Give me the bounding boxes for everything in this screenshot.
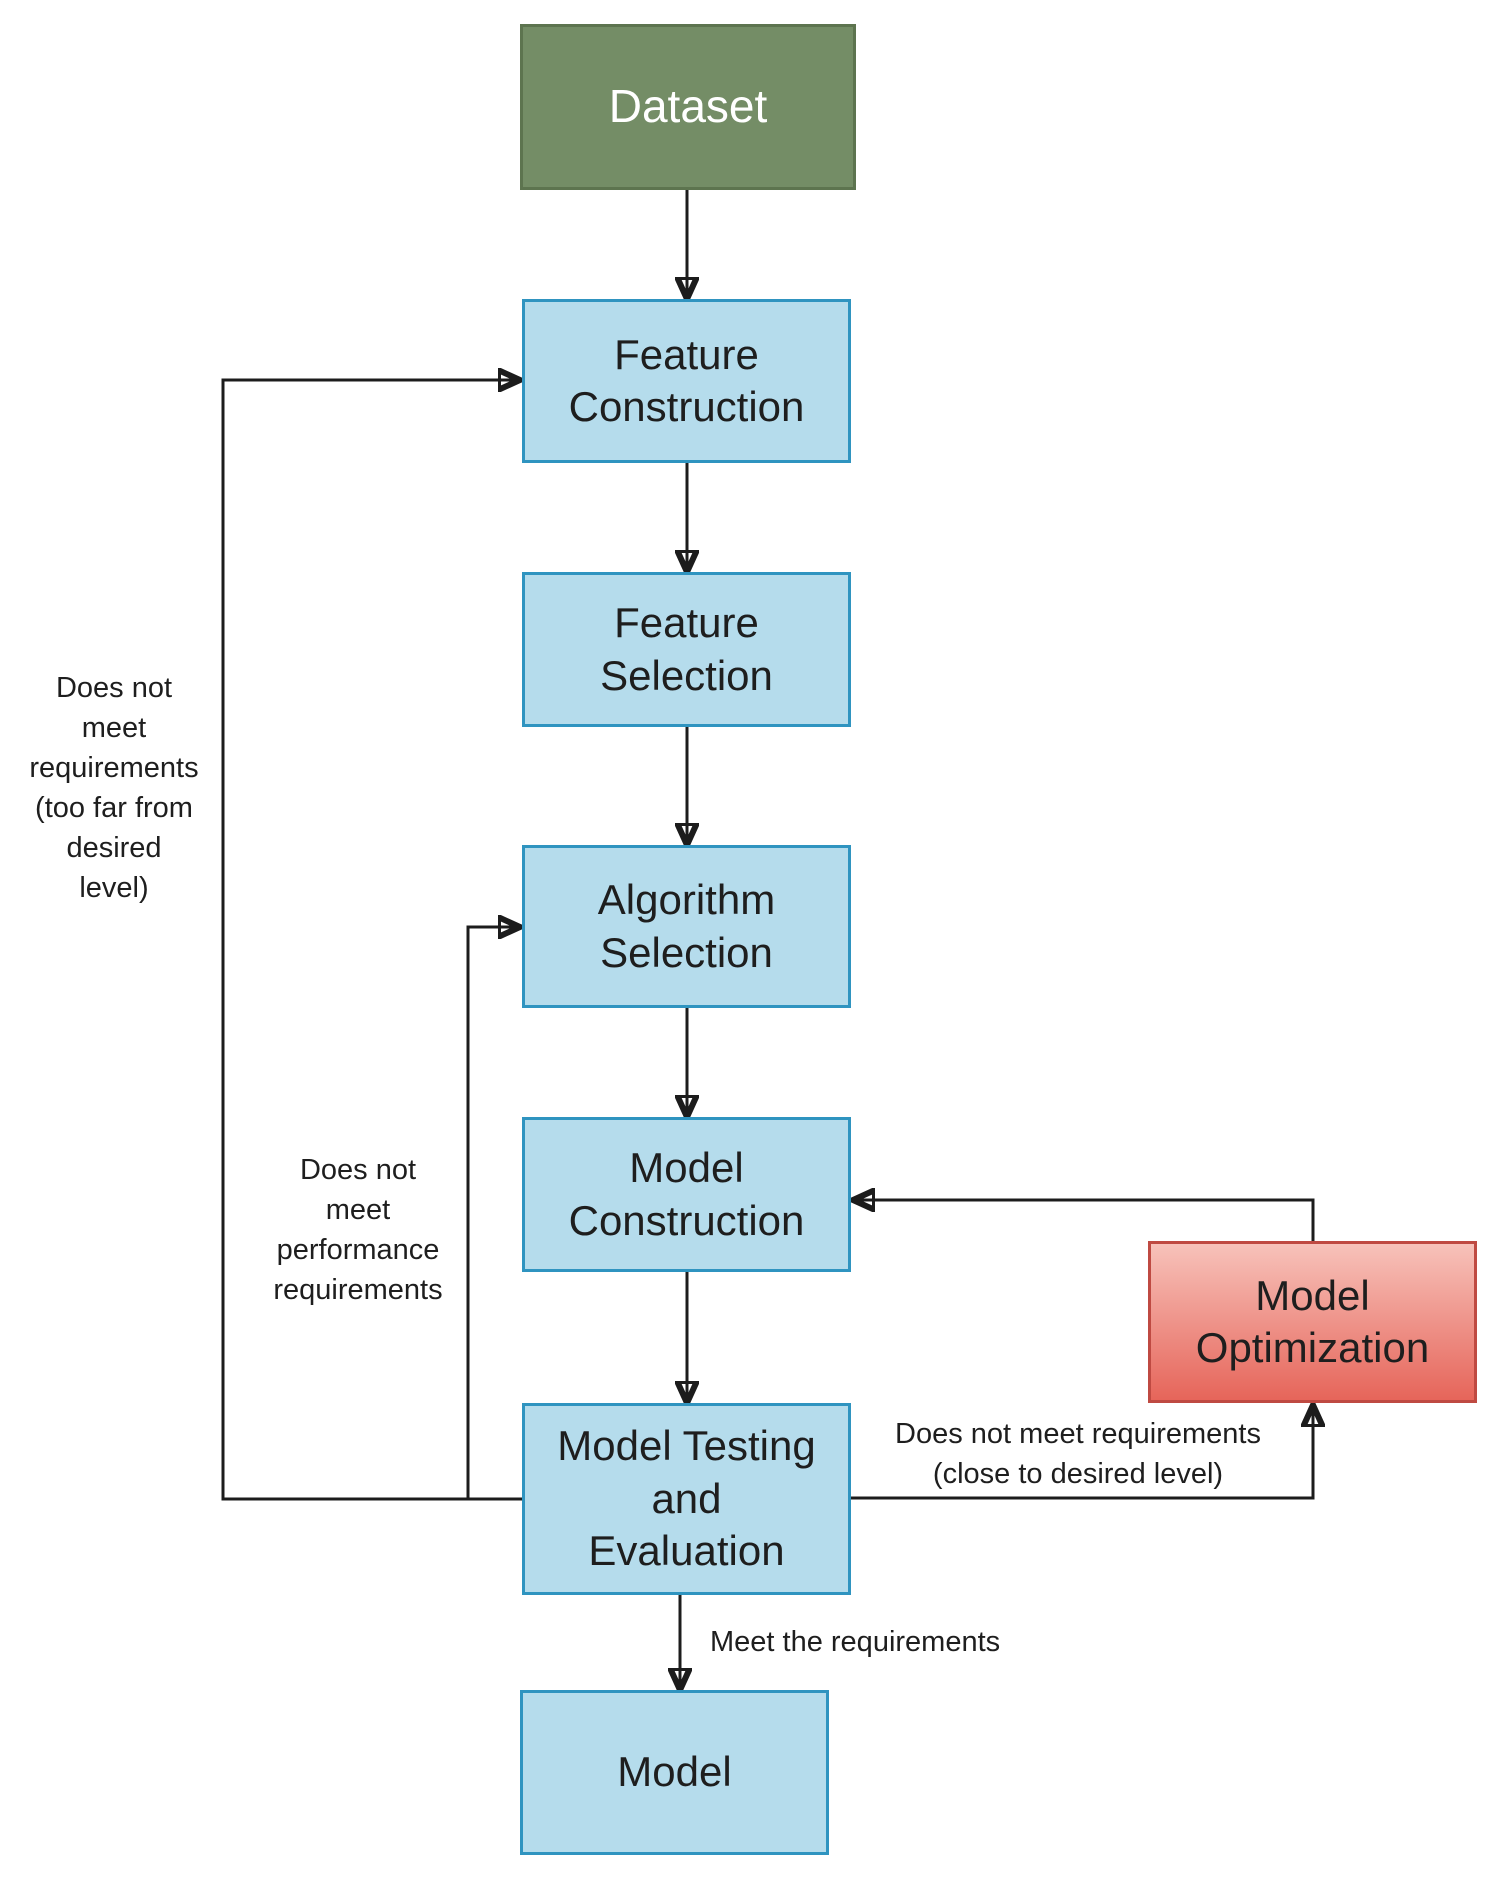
node-algorithm-selection: Algorithm Selection [522,845,851,1008]
node-feature-selection: Feature Selection [522,572,851,727]
node-feature-construction-label: Feature Construction [568,330,805,431]
edge-label-meet-the-requirements: Meet the requirements [710,1626,1001,1658]
node-model: Model [520,1690,829,1855]
node-model-optimization: Model Optimization [1148,1241,1477,1403]
node-model-construction: Model Construction [522,1117,851,1272]
node-model-label: Model [617,1748,732,1796]
node-algorithm-selection-label: Algorithm Selection [597,876,776,976]
edge-label-does-not-meet-performance-requirements: Does not meet performance requirements [273,1154,443,1306]
node-model-optimization-label: Model Optimization [1195,1271,1430,1372]
edge-loop-to-algorithm-selection [466,927,518,1499]
node-feature-construction: Feature Construction [522,299,851,463]
edge-label-does-not-meet-requirements-too-far: Does not meet requirements (too far from… [29,672,199,904]
edge-label-does-not-meet-requirements-close: Does not meet requirements (close to des… [895,1418,1261,1490]
edge-loop-to-feature-construction [221,380,522,1501]
node-dataset: Dataset [520,24,856,190]
node-model-testing-and-evaluation-label: Model Testing and Evaluation [557,1422,816,1575]
node-dataset-label: Dataset [608,80,768,133]
node-model-testing-and-evaluation: Model Testing and Evaluation [522,1403,851,1595]
edge-model-optimization-to-model-construction [855,1200,1315,1241]
node-model-construction-label: Model Construction [568,1144,805,1244]
node-feature-selection-label: Feature Selection [600,599,773,699]
